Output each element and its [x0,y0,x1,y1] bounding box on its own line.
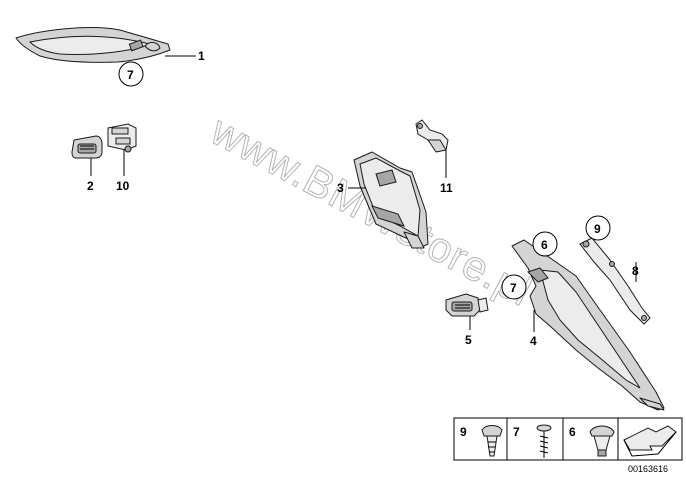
callout-2: 2 [87,179,94,193]
callout-5: 5 [465,333,472,347]
callout-11: 11 [440,181,453,195]
svg-text:7: 7 [513,425,520,439]
part-2-button [71,135,103,159]
circled-callout-7-mid: 7 [501,274,527,300]
part-11-bracket [415,119,449,153]
svg-text:9: 9 [594,222,601,236]
svg-text:9: 9 [460,425,467,439]
svg-text:7: 7 [510,281,517,295]
callout-1: 1 [198,49,205,63]
svg-text:6: 6 [569,425,576,439]
part-10-bracket [107,123,137,153]
callout-4: 4 [530,334,537,348]
circled-callout-7-top: 7 [118,61,144,87]
drawing-code: 00163616 [628,464,668,474]
callout-8: 8 [632,264,639,278]
fastener-legend: 9 7 6 [453,417,683,461]
callout-3: 3 [337,181,344,195]
part-4-pillar-trim [511,239,665,411]
svg-text:6: 6 [541,238,548,252]
arrow-icon [623,425,677,457]
legend-item-7: 7 [513,424,552,458]
part-8-strip [579,237,651,325]
legend-item-6: 6 [569,425,615,457]
legend-item-9: 9 [460,425,503,457]
callout-10: 10 [116,179,130,193]
part-5-button [445,293,489,317]
circled-callout-6-mid: 6 [532,231,558,257]
svg-text:7: 7 [127,68,134,82]
part-3-pillar-panel [353,151,429,249]
part-1-upper-trim [15,27,171,63]
circled-callout-9-mid: 9 [585,215,611,241]
